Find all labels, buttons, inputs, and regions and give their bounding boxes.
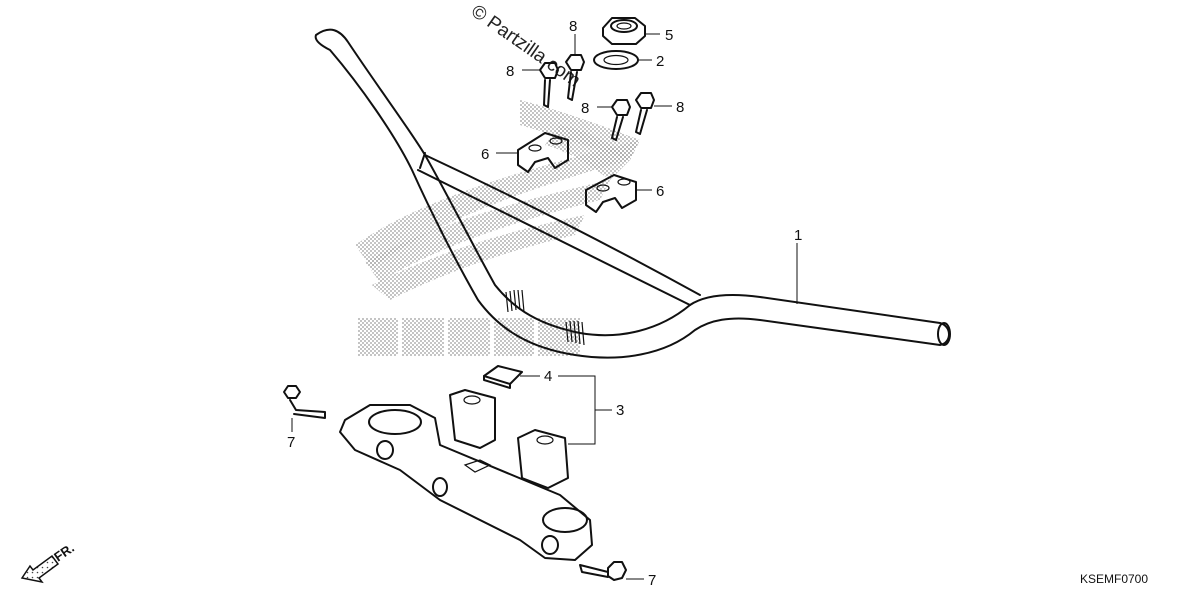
- diagram-code: KSEMF0700: [1080, 572, 1148, 586]
- bolt-7-b[interactable]: [579, 561, 627, 581]
- callout-6b: 6: [656, 183, 664, 200]
- callout-2: 2: [656, 53, 664, 70]
- leader-lines: [291, 33, 798, 580]
- callout-3: 3: [616, 402, 624, 419]
- callout-8c: 8: [581, 100, 589, 117]
- front-arrow: FR.: [20, 540, 77, 584]
- callout-8b: 8: [506, 63, 514, 80]
- callout-8a: 8: [569, 18, 577, 35]
- bolt-8-a[interactable]: [539, 62, 559, 108]
- knurl-band-left: [505, 289, 525, 313]
- callout-5: 5: [665, 27, 673, 44]
- callout-labels: 1 2 3 4 5 6 6 7 7 8 8 8 8: [287, 18, 802, 589]
- callout-7b: 7: [648, 572, 656, 589]
- nut[interactable]: [602, 17, 646, 45]
- washer[interactable]: [593, 50, 639, 70]
- callout-6a: 6: [481, 146, 489, 163]
- honda-logo-watermark: [355, 100, 640, 356]
- honda-wordmark: [358, 318, 580, 356]
- knurl-band-right: [565, 320, 585, 346]
- holder-lower[interactable]: [339, 389, 593, 561]
- watermark-text: © Partzilla.com: [467, 1, 584, 92]
- callout-1: 1: [794, 227, 802, 244]
- bolt-7-a[interactable]: [283, 385, 326, 419]
- plate[interactable]: [483, 365, 523, 389]
- bolt-8-d[interactable]: [635, 92, 655, 135]
- handlebar-holder-upper-1[interactable]: [517, 132, 569, 173]
- callout-7a: 7: [287, 434, 295, 451]
- bolt-8-c[interactable]: [611, 99, 631, 141]
- callout-4: 4: [544, 368, 552, 385]
- callout-8d: 8: [676, 99, 684, 116]
- bolt-8-b[interactable]: [565, 54, 585, 101]
- handlebar[interactable]: [314, 28, 951, 359]
- handlebar-holder-upper-2[interactable]: [585, 174, 637, 213]
